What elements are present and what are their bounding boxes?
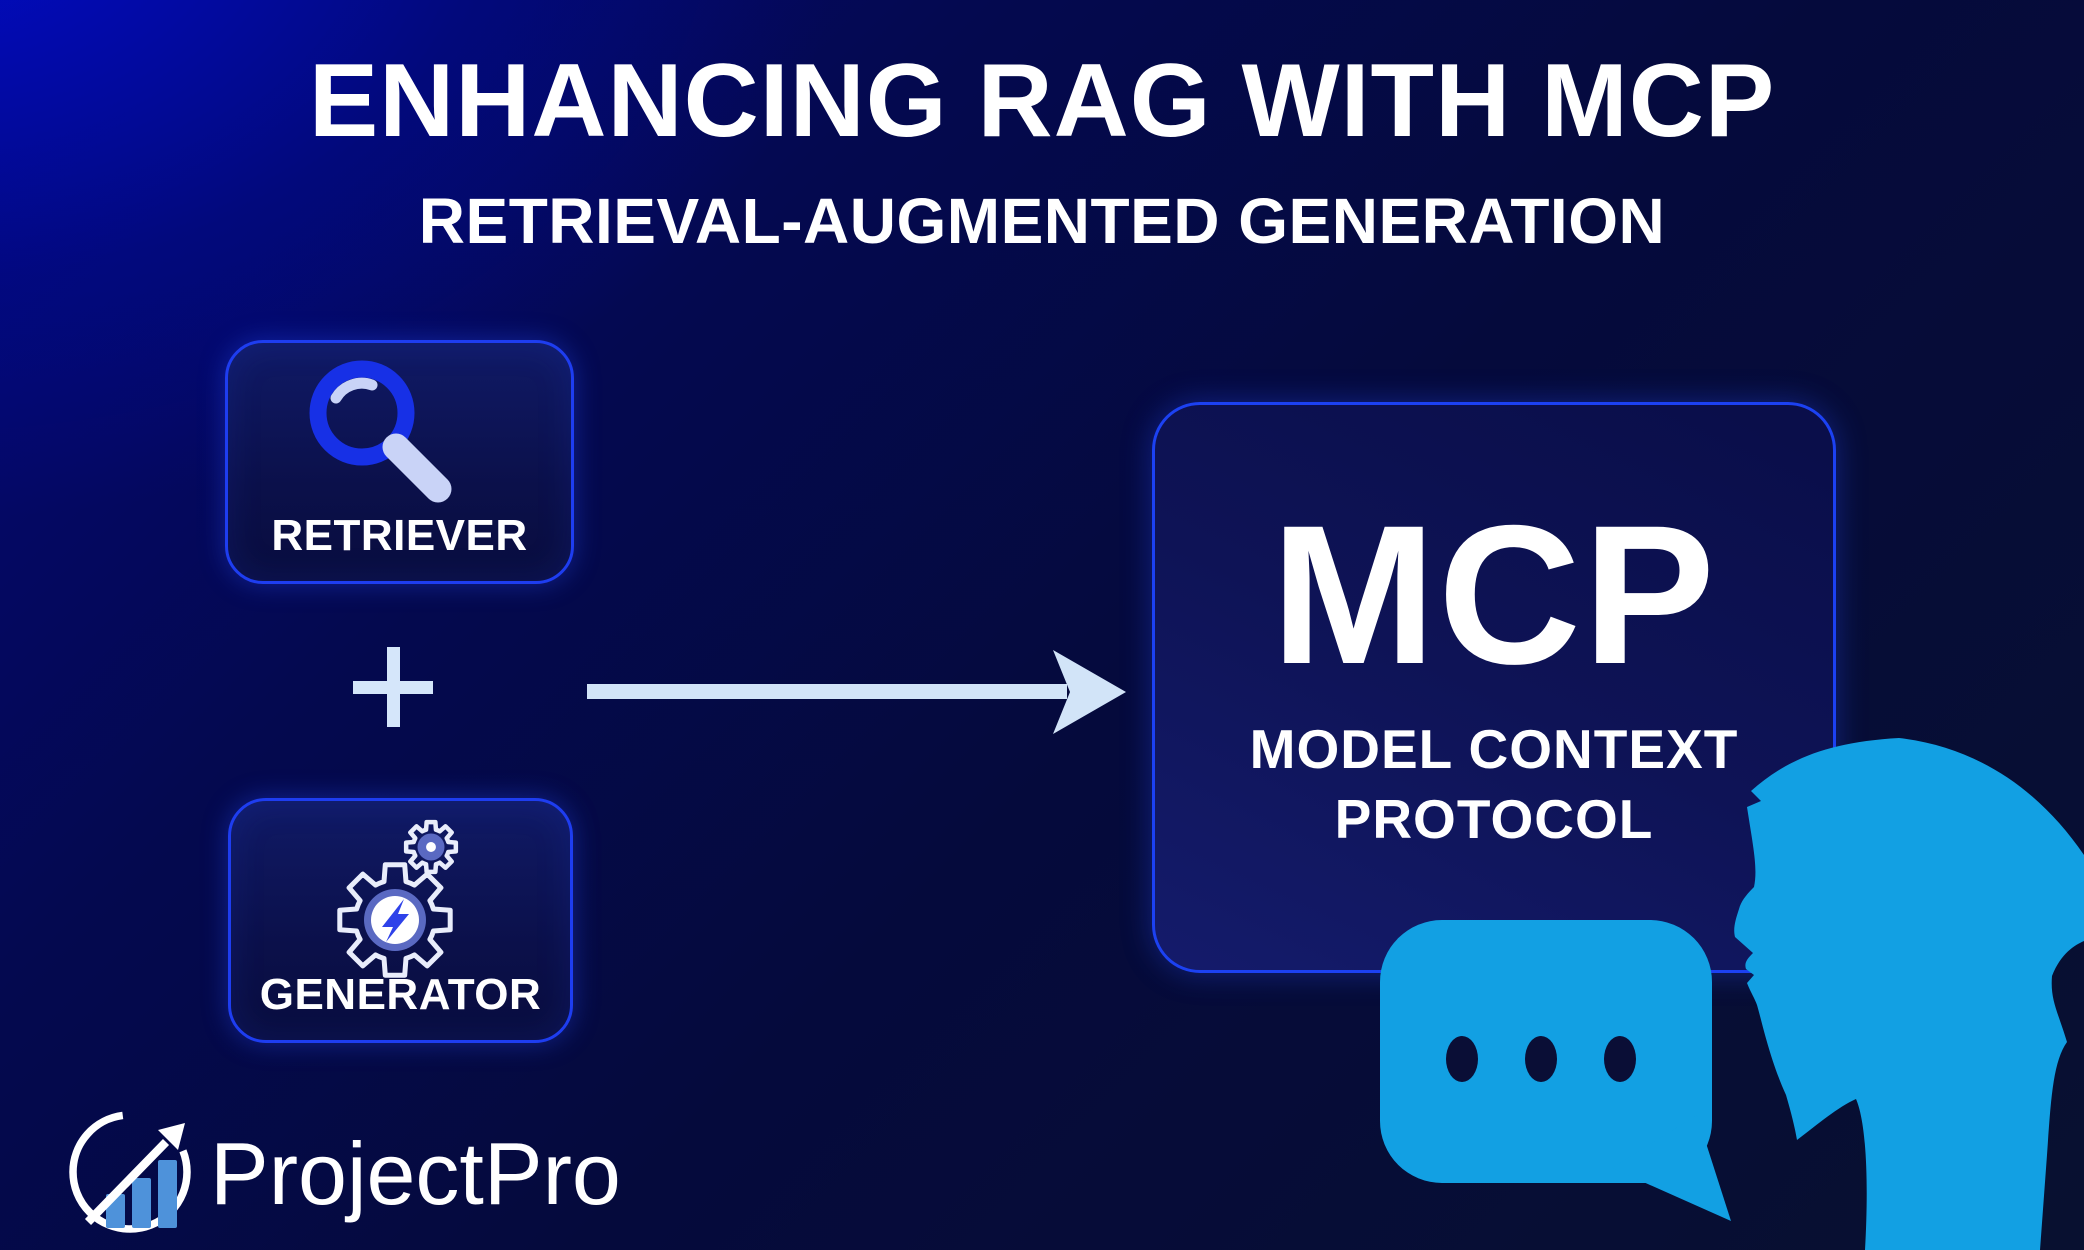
page-title: ENHANCING RAG WITH MCP <box>308 43 1776 159</box>
brand-name: ProjectPro <box>210 1124 621 1223</box>
small-gear-icon <box>403 819 459 875</box>
page-subtitle: RETRIEVAL-AUGMENTED GENERATION <box>418 185 1666 257</box>
projectpro-logo-icon <box>69 1111 191 1233</box>
mcp-full-name: MODEL CONTEXT PROTOCOL <box>1250 715 1739 855</box>
lightning-icon <box>382 899 409 942</box>
generator-card: GENERATOR <box>228 798 573 1043</box>
mcp-panel: MCP MODEL CONTEXT PROTOCOL <box>1152 402 1836 973</box>
generator-label: GENERATOR <box>259 970 542 1019</box>
mcp-full-name-line2: PROTOCOL <box>1334 787 1654 850</box>
projectpro-logo: ProjectPro <box>69 1111 621 1233</box>
plus-icon-horizontal-bar <box>353 681 433 694</box>
typing-dots-icon <box>1446 1036 1636 1082</box>
retriever-label: RETRIEVER <box>271 511 528 560</box>
magnifier-icon <box>309 360 452 503</box>
retriever-card: RETRIEVER <box>225 340 574 584</box>
mcp-abbreviation: MCP <box>1271 484 1717 705</box>
arrow-right-icon <box>587 650 1126 734</box>
gear-icon <box>337 819 459 978</box>
mcp-full-name-line1: MODEL CONTEXT <box>1249 718 1739 781</box>
